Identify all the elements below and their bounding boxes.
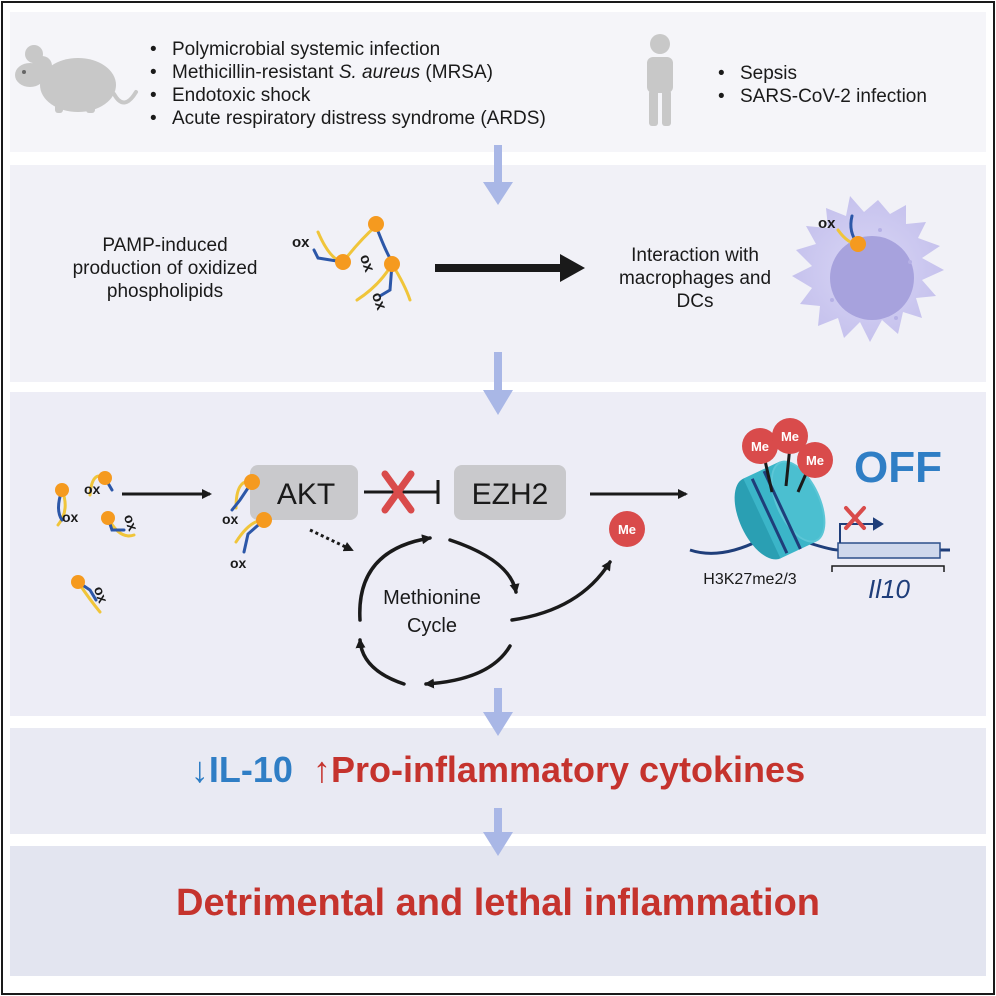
ox-label: ox — [222, 511, 239, 527]
histone-methyl-marks — [742, 418, 833, 493]
akt-box — [250, 465, 358, 520]
ox-label: ox — [62, 509, 79, 525]
ox-label: ox — [230, 555, 247, 571]
gene-label: Il10 — [868, 574, 910, 604]
akt-bound-lipids — [230, 474, 272, 554]
up-arrow-icon: ↑ — [312, 749, 331, 790]
pro-inflammatory-label: Pro-inflammatory cytokines — [330, 749, 806, 790]
gene-bracket — [831, 565, 945, 572]
il10-gene-body — [837, 542, 941, 559]
il10-decrease-label: IL-10 — [208, 749, 293, 790]
ox-label: ox — [368, 290, 390, 313]
lipid-to-cell-arrow — [435, 254, 585, 282]
mouse-model-item: Endotoxic shock — [146, 84, 546, 107]
methionine-cycle-arrows — [355, 534, 612, 689]
panel-outcome — [10, 846, 986, 976]
me-mark-3: Me — [806, 453, 824, 468]
human-condition-item: SARS-CoV-2 infection — [714, 85, 927, 108]
mouse-model-list: Polymicrobial systemic infection Methici… — [146, 38, 546, 130]
me-mark-2: Me — [781, 429, 799, 444]
flow-arrow-2 — [483, 352, 513, 415]
ox-label: ox — [91, 584, 112, 605]
cytokine-summary: ↓IL-10 ↑Pro-inflammatory cytokines — [10, 748, 986, 792]
human-condition-list: Sepsis SARS-CoV-2 infection — [714, 62, 927, 108]
flow-arrow-3 — [483, 688, 513, 736]
mouse-model-item: Polymicrobial systemic infection — [146, 38, 546, 61]
down-arrow-icon: ↓ — [190, 749, 209, 790]
mouse-model-item-mrsa: Methicillin-resistant S. aureus (MRSA) — [146, 61, 546, 84]
flow-arrow-4 — [483, 808, 513, 856]
me-mark-1: Me — [751, 439, 769, 454]
oxidized-lipid-cluster — [312, 216, 412, 302]
ox-label: ox — [84, 481, 101, 497]
ezh2-box — [454, 465, 566, 520]
transcription-blocked-x-icon — [844, 506, 866, 530]
akt-to-cycle-dotted-arrow — [309, 528, 354, 552]
off-label: OFF — [854, 443, 942, 492]
mouse-icon — [15, 45, 138, 113]
ox-label: ox — [121, 512, 142, 533]
outcome-label: Detrimental and lethal inflammation — [176, 882, 820, 924]
methyl-group-circle — [609, 511, 645, 547]
methyl-group-label: Me — [618, 522, 636, 537]
methionine-cycle-line1: Methionine — [383, 587, 481, 609]
pamp-description: PAMP-induced production of oxidized phos… — [72, 235, 258, 302]
mouse-model-item: Acute respiratory distress syndrome (ARD… — [146, 107, 546, 130]
ox-label: ox — [356, 252, 378, 275]
ezh2-label: EZH2 — [472, 478, 549, 511]
methionine-cycle-line2: Cycle — [407, 615, 457, 637]
ox-label: ox — [292, 234, 310, 251]
free-oxidized-lipids — [55, 471, 136, 614]
human-condition-item: Sepsis — [714, 62, 927, 85]
interaction-description: Interaction with macrophages and DCs — [618, 245, 772, 312]
human-icon — [647, 34, 673, 126]
transcription-start-arrow — [839, 517, 884, 543]
akt-label: AKT — [277, 478, 335, 511]
ox-label: ox — [818, 215, 836, 232]
blocked-x-icon — [381, 470, 415, 514]
flow-arrow-1 — [483, 145, 513, 205]
histone-mark-label: H3K27me2/3 — [703, 571, 796, 588]
macrophage-cell — [792, 196, 944, 342]
